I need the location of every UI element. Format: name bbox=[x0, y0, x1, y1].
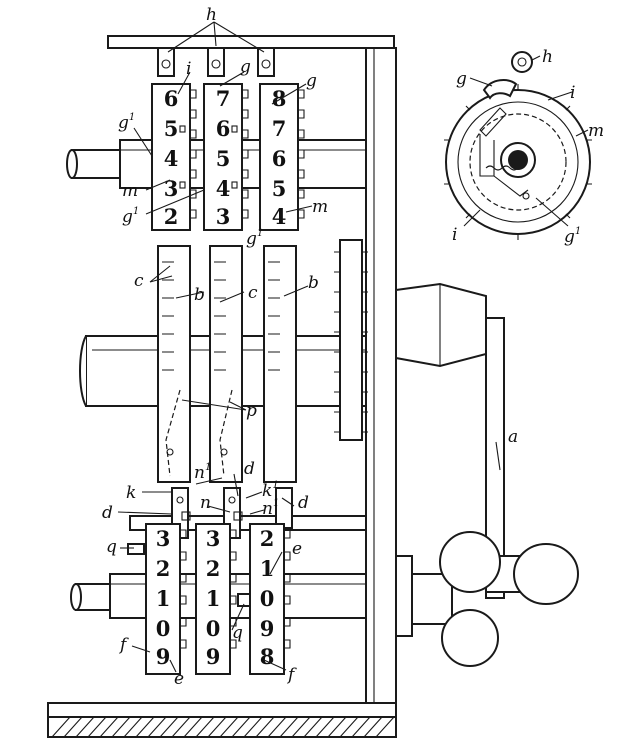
wing-nut bbox=[395, 531, 501, 667]
label-e: e bbox=[292, 539, 302, 559]
upper-wheel-left: 6 5 4 3 2 bbox=[151, 83, 191, 231]
lower-right-digit: 0 bbox=[260, 586, 275, 611]
upper-right-digit: 4 bbox=[272, 204, 287, 229]
top-pawls bbox=[157, 47, 275, 77]
upper-middle-digit: 3 bbox=[216, 204, 231, 229]
upper-middle-digit: 6 bbox=[216, 116, 231, 141]
label-h: h bbox=[206, 5, 217, 25]
lower-left-digit: 9 bbox=[156, 644, 171, 669]
upper-left-digit: 2 bbox=[164, 204, 179, 229]
upper-middle-digit: 5 bbox=[216, 146, 231, 171]
label-m: m bbox=[122, 181, 138, 201]
label-f: f bbox=[286, 665, 297, 685]
label-g: g bbox=[456, 69, 467, 89]
lower-left-digit: 3 bbox=[156, 526, 171, 551]
lower-middle-digit: 1 bbox=[206, 586, 221, 611]
callout-labels: h i g g g1 m g1 m g1 c b c b p k n1 d k1… bbox=[102, 5, 604, 689]
label-a: a bbox=[508, 427, 518, 447]
label-p: p bbox=[246, 401, 257, 421]
label-n: n bbox=[200, 493, 211, 513]
label-k1: k1 bbox=[262, 480, 279, 501]
lower-middle-digit: 0 bbox=[206, 616, 221, 641]
racks bbox=[79, 245, 367, 483]
label-m: m bbox=[588, 121, 604, 141]
lower-right-digit: 1 bbox=[260, 556, 275, 581]
upper-right-digit: 5 bbox=[272, 176, 287, 201]
label-f: f bbox=[118, 635, 129, 655]
lower-left-digit: 0 bbox=[156, 616, 171, 641]
label-q: q bbox=[232, 623, 243, 643]
transfer-levers bbox=[171, 487, 293, 539]
label-q: q bbox=[106, 537, 117, 557]
upper-wheel-middle: 7 6 5 4 3 bbox=[203, 83, 243, 231]
label-g: g bbox=[306, 71, 317, 91]
lower-middle-digit: 2 bbox=[206, 556, 221, 581]
label-d: d bbox=[244, 459, 255, 479]
label-k: k bbox=[126, 483, 136, 503]
label-c: c bbox=[134, 271, 144, 291]
upper-left-digit: 4 bbox=[164, 146, 179, 171]
upper-right-digit: 7 bbox=[272, 116, 287, 141]
label-i: i bbox=[570, 83, 575, 103]
lower-left-digit: 2 bbox=[156, 556, 171, 581]
lower-middle-digit: 3 bbox=[206, 526, 221, 551]
label-g1: g1 bbox=[246, 228, 263, 249]
upper-middle-digit: 7 bbox=[216, 86, 231, 111]
label-b: b bbox=[308, 273, 319, 293]
base-hatching bbox=[47, 716, 397, 738]
label-n1: n1 bbox=[194, 462, 211, 483]
label-b: b bbox=[194, 285, 205, 305]
lower-wheel-right: 2 1 0 9 8 bbox=[249, 523, 285, 675]
lower-right-digit: 2 bbox=[260, 526, 275, 551]
lower-wheel-middle: 3 2 1 0 9 bbox=[195, 523, 231, 675]
lower-middle-digit: 9 bbox=[206, 644, 221, 669]
label-i: i bbox=[186, 59, 191, 79]
label-g1: g1 bbox=[564, 226, 581, 247]
leader-lines bbox=[117, 21, 589, 673]
label-m: m bbox=[312, 197, 328, 217]
label-n1: n1 bbox=[262, 498, 279, 519]
label-h: h bbox=[542, 47, 553, 67]
label-i: i bbox=[452, 225, 457, 245]
label-d: d bbox=[102, 503, 113, 523]
label-c: c bbox=[248, 283, 258, 303]
label-d: d bbox=[298, 493, 309, 513]
lower-wheel-teeth bbox=[127, 529, 291, 649]
machine-frame bbox=[47, 35, 397, 738]
upper-middle-digit: 4 bbox=[216, 176, 231, 201]
side-view-detail bbox=[444, 51, 592, 240]
main-gear bbox=[334, 239, 368, 441]
upper-left-digit: 3 bbox=[164, 176, 179, 201]
lower-wheel-left: 3 2 1 0 9 bbox=[145, 523, 181, 675]
label-g: g bbox=[240, 57, 251, 77]
upper-right-digit: 8 bbox=[272, 86, 287, 111]
lower-left-digit: 1 bbox=[156, 586, 171, 611]
upper-right-digit: 6 bbox=[272, 146, 287, 171]
upper-wheel-teeth bbox=[179, 89, 305, 219]
upper-wheel-right: 8 7 6 5 4 bbox=[259, 83, 299, 231]
lower-right-digit: 8 bbox=[260, 644, 275, 669]
label-e: e bbox=[174, 669, 184, 689]
label-g1: g1 bbox=[118, 112, 135, 133]
label-g1: g1 bbox=[122, 206, 139, 227]
lower-right-digit: 9 bbox=[260, 616, 275, 641]
upper-left-digit: 6 bbox=[164, 86, 179, 111]
upper-left-digit: 5 bbox=[164, 116, 179, 141]
